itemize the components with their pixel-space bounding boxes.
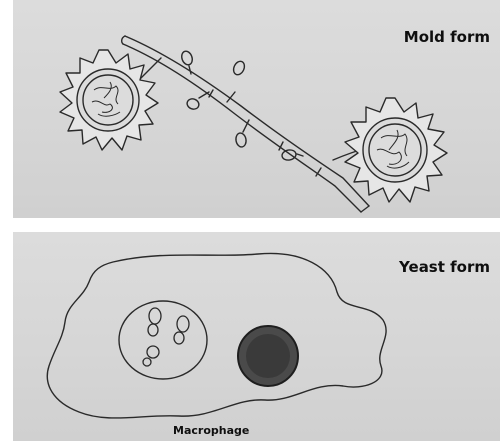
small-conidium-icon [186,97,201,111]
conidiophore [199,92,209,98]
mold-form-label: Mold form [404,28,490,46]
hypha-start-cap [122,36,125,44]
yeast-form-label: Yeast form [399,258,490,276]
yeast-form-panel: Yeast form Macrophage [13,232,500,441]
hypha-wall-lower [123,44,361,212]
budding-yeast-icon [174,316,189,344]
macrophage-outline [47,253,386,418]
budding-yeast-icon [143,346,159,366]
macrophage-nucleus-core [246,334,290,378]
conidiophore [297,154,303,156]
mold-form-panel: Mold form [13,0,500,218]
small-conidium-icon [281,149,297,161]
budding-yeast-icon [148,308,161,336]
macrophage-caption: Macrophage [173,424,249,437]
small-conidium-icon [232,60,247,77]
hypha-wall-upper [125,36,369,206]
small-conidium-icon [235,132,247,148]
phagocytic-vacuole [119,301,207,379]
small-conidium-icon [180,50,194,67]
spiked-spore-icon [60,50,158,150]
spiked-spore-icon [345,98,447,202]
hypha-end-cap [361,206,369,212]
conidiophore [189,66,191,74]
